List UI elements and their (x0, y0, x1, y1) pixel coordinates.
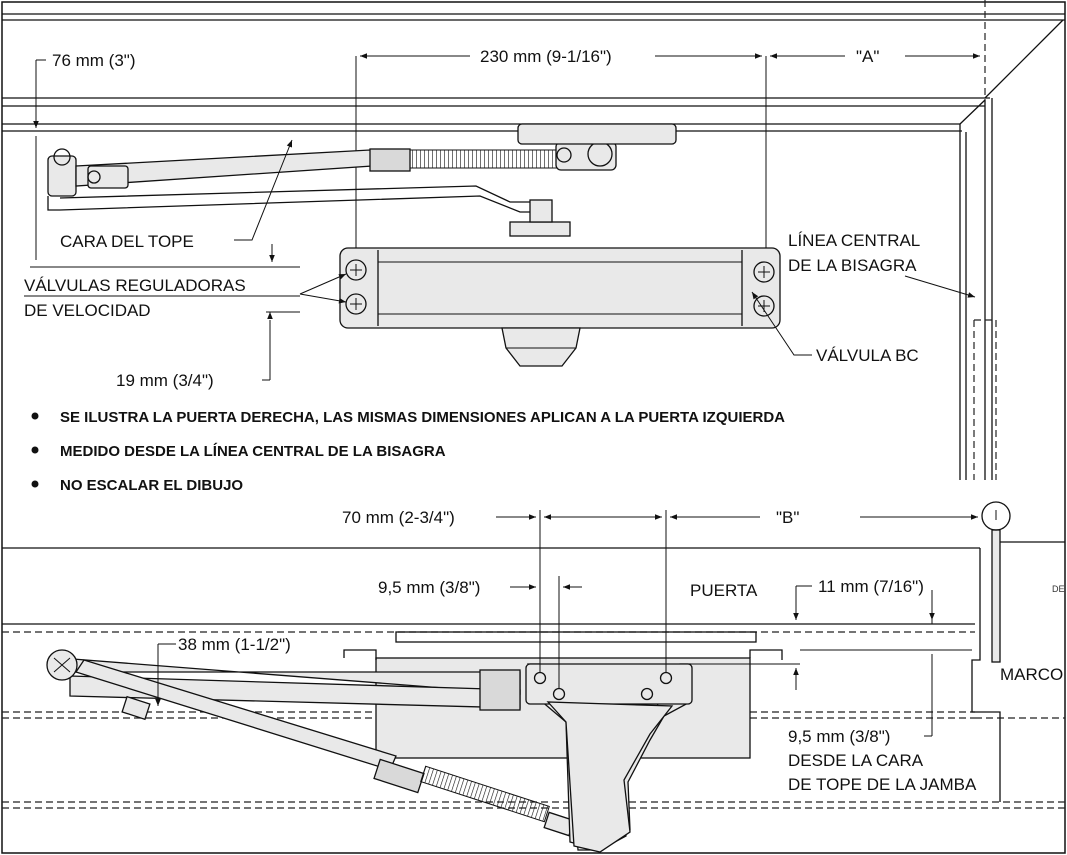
dim-b: "B" (776, 508, 799, 527)
notes-list: SE ILUSTRA LA PUERTA DERECHA, LAS MISMAS… (31, 409, 785, 494)
mounting-hole-icon (640, 687, 654, 701)
note-3: NO ESCALAR EL DIBUJO (60, 477, 243, 494)
label-cut-tag: DE (1052, 584, 1065, 594)
dim-70mm: 70 mm (2-3/4") (342, 508, 455, 527)
label-stop-face: CARA DEL TOPE (60, 232, 194, 251)
closer-arm-top (47, 123, 677, 237)
closer-arm-bottom (46, 649, 575, 837)
label-frame: MARCO (1000, 665, 1063, 684)
bottom-view: 70 mm (2-3/4") "B" 9,5 mm (3/8") PUERTA … (2, 501, 1065, 853)
dim-9-5mm-top: 9,5 mm (3/8") (378, 578, 480, 597)
dim-230mm: 230 mm (9-1/16") (480, 47, 612, 66)
label-hinge-line1: LÍNEA CENTRAL (788, 231, 920, 250)
label-from-face-line1: DESDE LA CARA (788, 751, 924, 770)
dim-38mm: 38 mm (1-1/2") (178, 635, 291, 654)
label-valves-line1: VÁLVULAS REGULADORAS (24, 276, 246, 295)
dim-a: "A" (856, 47, 879, 66)
mounting-hole-icon (552, 687, 566, 701)
label-hinge-line2: DE LA BISAGRA (788, 256, 917, 275)
top-view: 230 mm (9-1/16") "A" 76 mm (3") (2, 0, 1065, 480)
closer-body-top (339, 247, 781, 367)
mounting-hole-icon (659, 671, 673, 685)
note-1: SE ILUSTRA LA PUERTA DERECHA, LAS MISMAS… (60, 409, 785, 426)
dim-9-5mm-bottom: 9,5 mm (3/8") (788, 727, 890, 746)
label-door: PUERTA (690, 581, 758, 600)
dim-76mm: 76 mm (3") (52, 51, 136, 70)
bullet-icon (31, 412, 39, 420)
hinge-pivot-icon (981, 501, 1011, 531)
dim-11mm: 11 mm (7/16") (818, 577, 924, 596)
label-bc-valve: VÁLVULA BC (816, 346, 919, 365)
mounting-hole-icon (533, 671, 547, 685)
bullet-icon (31, 446, 39, 454)
note-2: MEDIDO DESDE LA LÍNEA CENTRAL DE LA BISA… (60, 443, 446, 460)
label-valves-line2: DE VELOCIDAD (24, 301, 151, 320)
label-from-face-line2: DE TOPE DE LA JAMBA (788, 775, 977, 794)
bullet-icon (31, 480, 39, 488)
dim-19mm: 19 mm (3/4") (116, 371, 214, 390)
